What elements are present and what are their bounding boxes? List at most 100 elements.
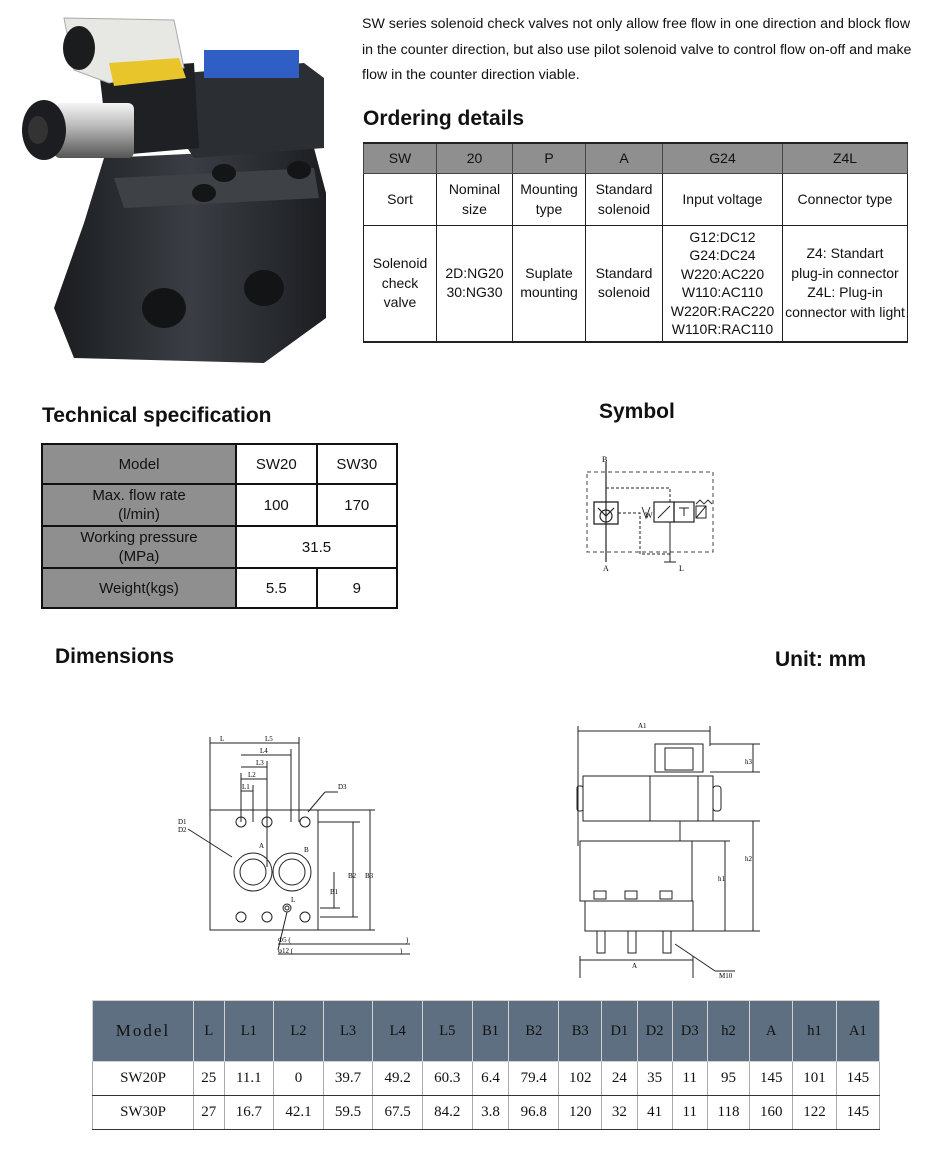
- meaning-cell: Sort: [363, 173, 437, 226]
- dim-label-L: L: [220, 735, 224, 743]
- technical-spec-table: Model SW20 SW30 Max. flow rate(l/min) 10…: [41, 443, 398, 609]
- dim-header: h2: [706, 1000, 751, 1062]
- table-cell: 6.4: [471, 1061, 510, 1096]
- table-cell: 16.7: [223, 1095, 275, 1130]
- table-row: SW20P 25 11.1 0 39.7 49.2 60.3 6.4 79.4 …: [92, 1061, 881, 1096]
- option-line: W110:AC110: [681, 284, 764, 301]
- dim-header: D2: [636, 1000, 673, 1062]
- dim-label-phi12: φ12 (: [278, 947, 294, 955]
- dim-header: A: [749, 1000, 794, 1062]
- option-line: Z4: Standart: [806, 245, 884, 262]
- dim-label-L3: L3: [256, 759, 264, 767]
- spec-label: Max. flow rate(l/min): [41, 483, 237, 527]
- spec-label: Weight(kgs): [41, 567, 237, 609]
- symbol-w-label: W: [645, 511, 653, 520]
- meaning-cell: Input voltage: [662, 173, 783, 226]
- spec-label: Model: [41, 443, 237, 485]
- spec-header-row: Model SW20 SW30: [41, 443, 398, 485]
- dim-label-B2: B2: [348, 872, 357, 880]
- dim-header: L2: [273, 1000, 324, 1062]
- table-cell: 145: [835, 1061, 881, 1096]
- paren-close-2: ): [400, 947, 403, 955]
- table-cell: 96.8: [508, 1095, 560, 1130]
- table-cell: 35: [636, 1061, 673, 1096]
- table-cell: 42.1: [273, 1095, 324, 1130]
- paren-close-1: ): [406, 936, 409, 944]
- dim-header: Model: [92, 1000, 194, 1062]
- dim-header: h1: [792, 1000, 837, 1062]
- ordering-meaning-row: Sort Nominal size Mounting type Standard…: [363, 173, 908, 226]
- spec-weight-row: Weight(kgs) 5.5 9: [41, 567, 398, 609]
- option-line: Suplate: [525, 264, 573, 281]
- product-photo: [22, 17, 326, 363]
- dim-label-L4: L4: [260, 747, 268, 755]
- ordering-code-row: SW 20 P A G24 Z4L: [363, 142, 908, 174]
- ordering-details-heading: Ordering details: [363, 107, 525, 130]
- dim-header: L4: [372, 1000, 423, 1062]
- option-line: 30:NG30: [446, 284, 503, 301]
- front-view-drawing: L L5 L4 L3 L2 L1 D1 D2 D3 A B L B1 B2 B3…: [178, 735, 410, 955]
- unit-label: Unit: mm: [775, 648, 866, 671]
- meaning-cell: Standard solenoid: [585, 173, 663, 226]
- intro-paragraph: SW series solenoid check valves not only…: [362, 16, 912, 83]
- label-line: Max. flow rate: [92, 487, 186, 504]
- dim-label-A1: A1: [638, 722, 647, 730]
- symbol-port-l: L: [679, 564, 684, 573]
- option-line: Standard: [595, 264, 653, 281]
- meaning-cell: Mounting type: [512, 173, 586, 226]
- table-cell: 118: [706, 1095, 751, 1130]
- dim-label-D3: D3: [338, 783, 347, 791]
- dim-label-M10: M10: [719, 972, 733, 980]
- dim-label-h3: h3: [745, 758, 753, 766]
- code-cell: SW: [363, 142, 437, 174]
- spec-value: 170: [315, 483, 398, 527]
- spec-model-sw30: SW30: [315, 443, 398, 485]
- option-line: W110R:RAC110: [671, 321, 774, 338]
- dim-header: B3: [558, 1000, 603, 1062]
- table-cell: 145: [749, 1061, 794, 1096]
- label-line: (MPa): [118, 548, 160, 565]
- spec-value: 5.5: [235, 567, 318, 609]
- dim-label-D2: D2: [178, 826, 187, 834]
- dim-label-L5: L5: [265, 735, 273, 743]
- dim-header: A1: [835, 1000, 881, 1062]
- code-cell: 20: [436, 142, 513, 174]
- table-cell: 49.2: [372, 1061, 423, 1096]
- options-cell: 2D:NG20 30:NG30: [436, 225, 513, 342]
- table-cell: 122: [792, 1095, 837, 1130]
- code-cell: Z4L: [782, 142, 908, 174]
- option-line: plug-in connector: [791, 264, 899, 281]
- option-line: connector with light: [785, 303, 905, 320]
- spec-label: Working pressure (MPa): [41, 525, 237, 569]
- table-cell: 145: [835, 1095, 881, 1130]
- table-cell: 11: [671, 1061, 708, 1096]
- technical-spec-heading: Technical specification: [42, 404, 272, 427]
- symbol-port-a: A: [603, 564, 609, 573]
- dim-label-A: A: [632, 962, 637, 970]
- table-row: SW30P 27 16.7 42.1 59.5 67.5 84.2 3.8 96…: [92, 1095, 881, 1130]
- table-cell: 95: [706, 1061, 751, 1096]
- dim-label-h1: h1: [718, 875, 726, 883]
- option-line: solenoid: [597, 284, 651, 301]
- table-cell: 101: [792, 1061, 837, 1096]
- options-cell: Standard solenoid: [585, 225, 663, 342]
- label-line: Working pressure: [80, 529, 198, 546]
- table-cell: SW30P: [92, 1095, 194, 1130]
- dim-label-D1: D1: [178, 818, 187, 826]
- option-line: Solenoid: [372, 255, 428, 271]
- option-line: 2D:NG20: [445, 264, 504, 281]
- dim-header: L1: [223, 1000, 275, 1062]
- meaning-cell: Nominal size: [436, 173, 513, 226]
- port-label-B: B: [304, 846, 309, 854]
- dim-label-B1: B1: [330, 888, 339, 896]
- hydraulic-symbol: B A L W: [586, 455, 714, 573]
- spec-value: 9: [315, 567, 398, 609]
- spec-flow-row: Max. flow rate(l/min) 100 170: [41, 483, 398, 527]
- option-line: W220:AC220: [680, 265, 765, 282]
- table-cell: 41: [636, 1095, 673, 1130]
- table-cell: 79.4: [508, 1061, 560, 1096]
- table-cell: 3.8: [471, 1095, 510, 1130]
- code-cell: G24: [662, 142, 783, 174]
